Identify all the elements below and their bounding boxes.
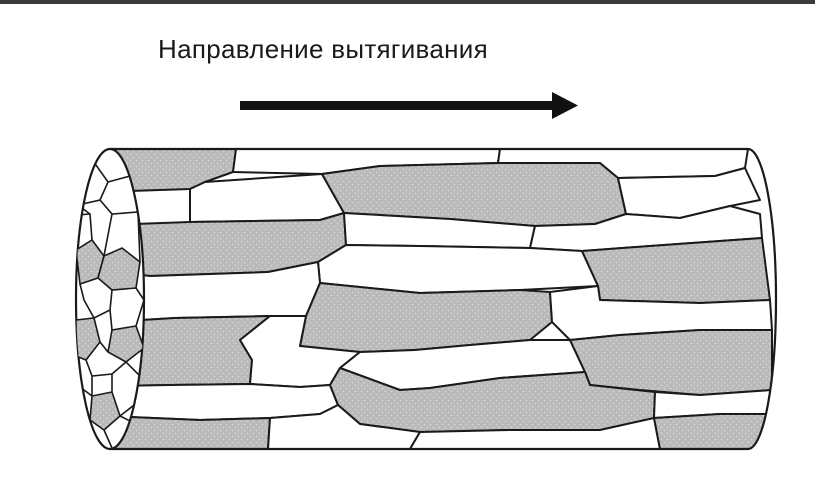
drawing-direction-arrow	[240, 92, 578, 119]
grain-light	[189, 173, 345, 223]
drawing-direction-label: Направление вытягивания	[158, 34, 488, 64]
grain-light	[267, 404, 421, 449]
cross-section-end	[74, 147, 146, 451]
top-border-line	[0, 0, 815, 4]
cylinder-outline	[110, 147, 778, 451]
grain-light	[317, 244, 599, 294]
cross-grain-shaded	[107, 325, 144, 363]
cross-grain-shaded	[76, 317, 101, 361]
cross-grain-shaded	[89, 391, 121, 432]
grain-shaded	[110, 415, 271, 449]
